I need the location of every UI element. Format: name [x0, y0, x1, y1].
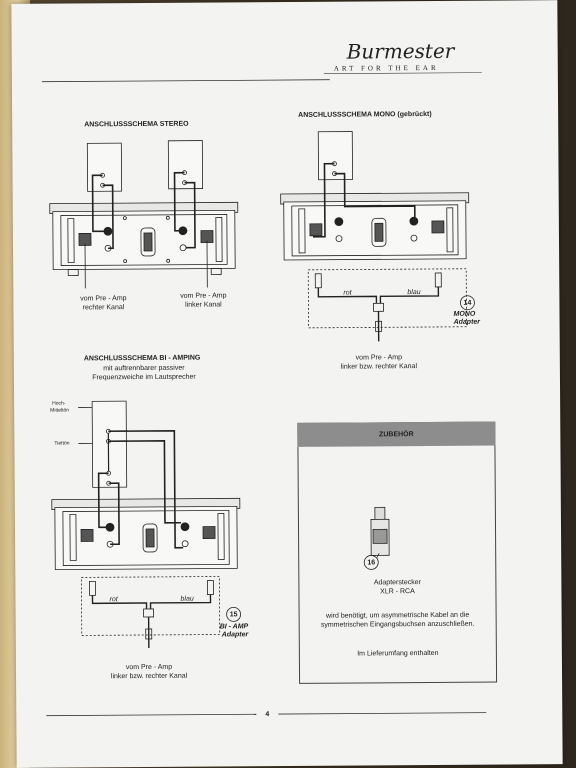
biamp-caption-2: linker bzw. rechter Kanal [110, 672, 188, 681]
mono-diagram [280, 131, 475, 342]
manual-page: Burmester ART FOR THE EAR [11, 0, 563, 768]
mono-caption-2: linker bzw. rechter Kanal [340, 363, 418, 371]
zubehoer-title: ZUBEHÖR [379, 431, 414, 439]
stereo-title: ANSCHLUSSSCHEMA STEREO [84, 120, 189, 129]
biamp-rot: rot [109, 596, 118, 604]
mono-blau: blau [407, 289, 421, 297]
biamp-badge: 15 [229, 611, 238, 619]
zubehoer-desc-2: symmetrischen Eingangsbuchsen anzuschlie… [320, 620, 475, 629]
wiring-diagrams [41, 72, 487, 717]
zubehoer-item-2: XLR - RCA [380, 588, 415, 596]
mono-rot: rot [343, 289, 352, 297]
biamp-title: ANSCHLUSSSCHEMA BI - AMPING [83, 354, 201, 363]
zubehoer-badge: 16 [367, 559, 376, 567]
biamp-diagram [51, 400, 242, 648]
stereo-right-caption-2: linker Kanal [185, 301, 222, 309]
zubehoer-note: Im Lieferumfang enthalten [357, 649, 439, 658]
biamp-adapter-2: Adapter [221, 631, 249, 639]
mono-adapter-2: Adapter [453, 318, 481, 326]
biamp-sub-2: Frequenzweiche im Lautsprecher [92, 373, 196, 382]
stereo-left-caption-2: rechter Kanal [82, 304, 125, 312]
mono-badge: 14 [463, 299, 472, 307]
zubehoer-panel [297, 421, 498, 684]
biamp-hoch-1: Hoch- [52, 400, 66, 407]
stereo-diagram [49, 140, 239, 289]
adapter-illustration [363, 506, 390, 570]
mono-title: ANSCHLUSSSCHEMA MONO (gebrückt) [298, 110, 432, 119]
biamp-tief: Tieftön [54, 440, 70, 447]
page-number: 4 [265, 711, 270, 719]
biamp-blau: blau [180, 595, 194, 603]
biamp-hoch-2: Mitteltön [50, 407, 70, 414]
